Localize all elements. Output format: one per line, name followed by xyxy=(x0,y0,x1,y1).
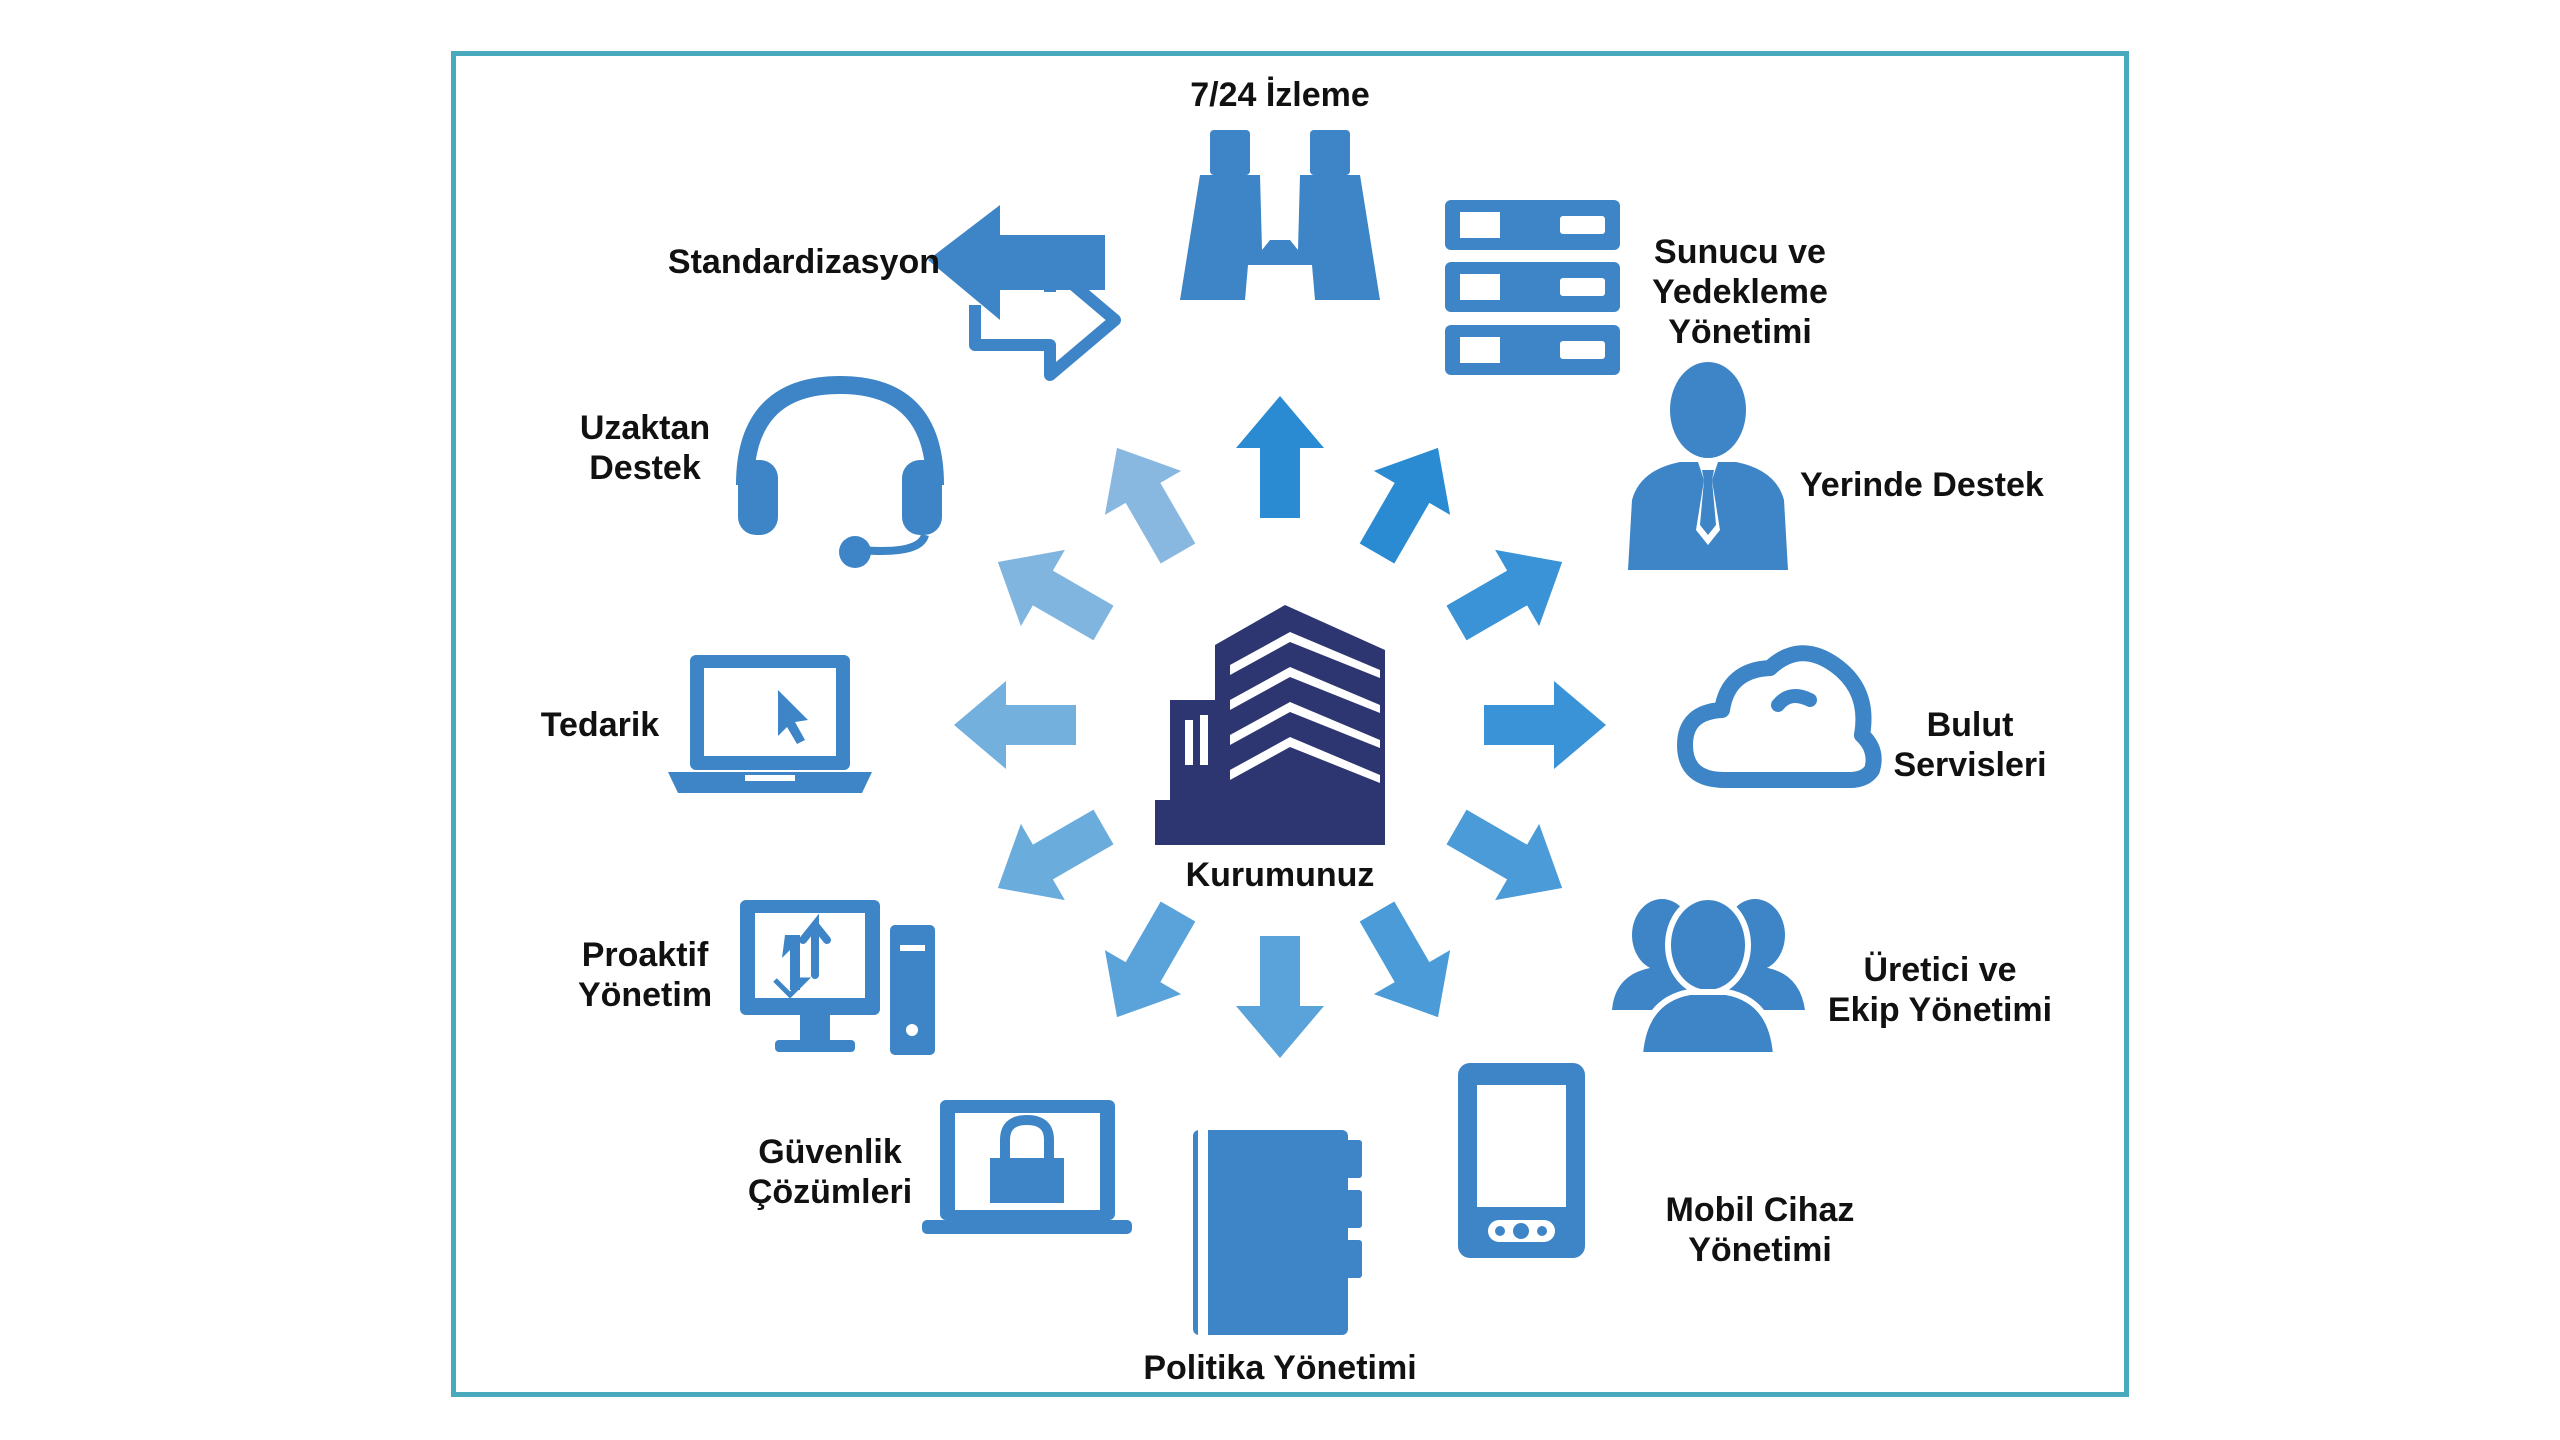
desktop-sync-icon xyxy=(740,900,935,1055)
arrow-down xyxy=(1236,936,1324,1058)
arrow-up xyxy=(1236,396,1324,518)
server-text-1: Sunucu ve xyxy=(1654,233,1826,271)
people-group-icon xyxy=(1612,894,1805,1058)
headset-icon xyxy=(736,375,944,568)
proactive-text-1: Proaktif xyxy=(581,936,709,974)
exchange-arrows-icon xyxy=(928,205,1121,381)
proactive-text-2: Yönetim xyxy=(577,976,713,1014)
cloud-text-1: Bulut xyxy=(1926,706,2014,744)
arrow-right-down xyxy=(1434,788,1585,927)
security-text-1: Güvenlik xyxy=(758,1133,902,1171)
arrow-down-right xyxy=(1338,889,1477,1040)
arrow-left-down xyxy=(975,788,1126,927)
laptop-cursor-icon xyxy=(668,655,872,793)
label-center: Kurumunuz xyxy=(1160,855,1400,895)
remote-text-1: Uzaktan xyxy=(579,409,711,447)
cloud-icon xyxy=(1677,645,1882,788)
vendor-text-2: Ekip Yönetimi xyxy=(1827,991,2053,1029)
notebook-icon xyxy=(1193,1130,1362,1335)
arrow-up-right xyxy=(1338,425,1477,576)
monitoring-text: 7/24 İzleme xyxy=(1190,76,1370,114)
server-text-2: Yedekleme xyxy=(1652,273,1828,311)
tablet-icon xyxy=(1458,1063,1585,1258)
binoculars-icon xyxy=(1180,130,1380,300)
server-text-3: Yönetimi xyxy=(1668,313,1812,351)
label-procurement: Tedarik xyxy=(500,705,700,745)
label-policy: Politika Yönetimi xyxy=(1130,1348,1430,1388)
cloud-text-2: Servisleri xyxy=(1893,746,2047,784)
standard-text: Standardizasyon xyxy=(667,243,940,281)
arrow-up-left xyxy=(1078,425,1217,576)
server-rack-icon xyxy=(1445,200,1620,375)
mobile-text-2: Yönetimi xyxy=(1688,1231,1832,1269)
label-onsite: Yerinde Destek xyxy=(1800,465,2060,505)
security-text-2: Çözümleri xyxy=(747,1173,913,1211)
label-standard: Standardizasyon xyxy=(620,242,940,282)
person-suit-icon xyxy=(1628,362,1788,570)
label-proactive: Proaktif Yönetim xyxy=(545,935,745,1015)
policy-text: Politika Yönetimi xyxy=(1143,1349,1417,1387)
label-cloud: Bulut Servisleri xyxy=(1870,705,2070,785)
procurement-text: Tedarik xyxy=(540,706,660,744)
arrow-down-left xyxy=(1078,889,1217,1040)
vendor-text-1: Üretici ve xyxy=(1863,951,2017,989)
arrow-left-up xyxy=(975,523,1126,662)
label-server: Sunucu ve Yedekleme Yönetimi xyxy=(1640,232,1840,352)
onsite-text: Yerinde Destek xyxy=(1800,466,2044,504)
arrow-right-up xyxy=(1434,523,1585,662)
label-mobile: Mobil Cihaz Yönetimi xyxy=(1640,1190,1880,1270)
arrow-right xyxy=(1484,681,1606,769)
laptop-lock-icon xyxy=(922,1100,1132,1234)
label-vendor: Üretici ve Ekip Yönetimi xyxy=(1820,950,2060,1030)
label-remote: Uzaktan Destek xyxy=(545,408,745,488)
center-text: Kurumunuz xyxy=(1185,856,1375,894)
arrow-left xyxy=(954,681,1076,769)
label-security: Güvenlik Çözümleri xyxy=(730,1132,930,1212)
building-icon xyxy=(1155,605,1385,845)
diagram-border xyxy=(451,51,2129,1397)
mobile-text-1: Mobil Cihaz xyxy=(1665,1191,1855,1229)
remote-text-2: Destek xyxy=(589,449,701,487)
label-monitoring: 7/24 İzleme xyxy=(1180,75,1380,115)
